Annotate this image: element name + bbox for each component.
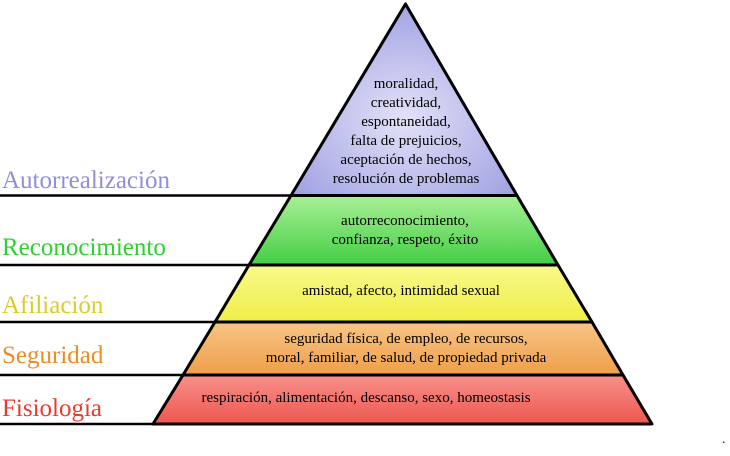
- level-items-afiliacion: amistad, afecto, intimidad sexual: [302, 283, 500, 299]
- level-label-reconocimiento: Reconocimiento: [2, 234, 166, 261]
- level-label-seguridad: Seguridad: [2, 342, 104, 369]
- level-label-fisiologia: Fisiología: [2, 395, 103, 422]
- corner-dot: .: [722, 432, 726, 447]
- level-label-afiliacion: Afiliación: [2, 292, 104, 319]
- level-label-autorrealizacion: Autorrealización: [2, 167, 170, 194]
- level-items-seguridad: seguridad física, de empleo, de recursos…: [265, 331, 547, 366]
- level-items-reconocimiento: autorreconocimiento, confianza, respeto,…: [331, 213, 479, 248]
- level-items-fisiologia: respiración, alimentación, descanso, sex…: [201, 390, 531, 406]
- level-shape-fisiologia: [151, 373, 654, 426]
- level-items-autorrealizacion: moralidad, creatividad, espontaneidad, f…: [332, 76, 480, 187]
